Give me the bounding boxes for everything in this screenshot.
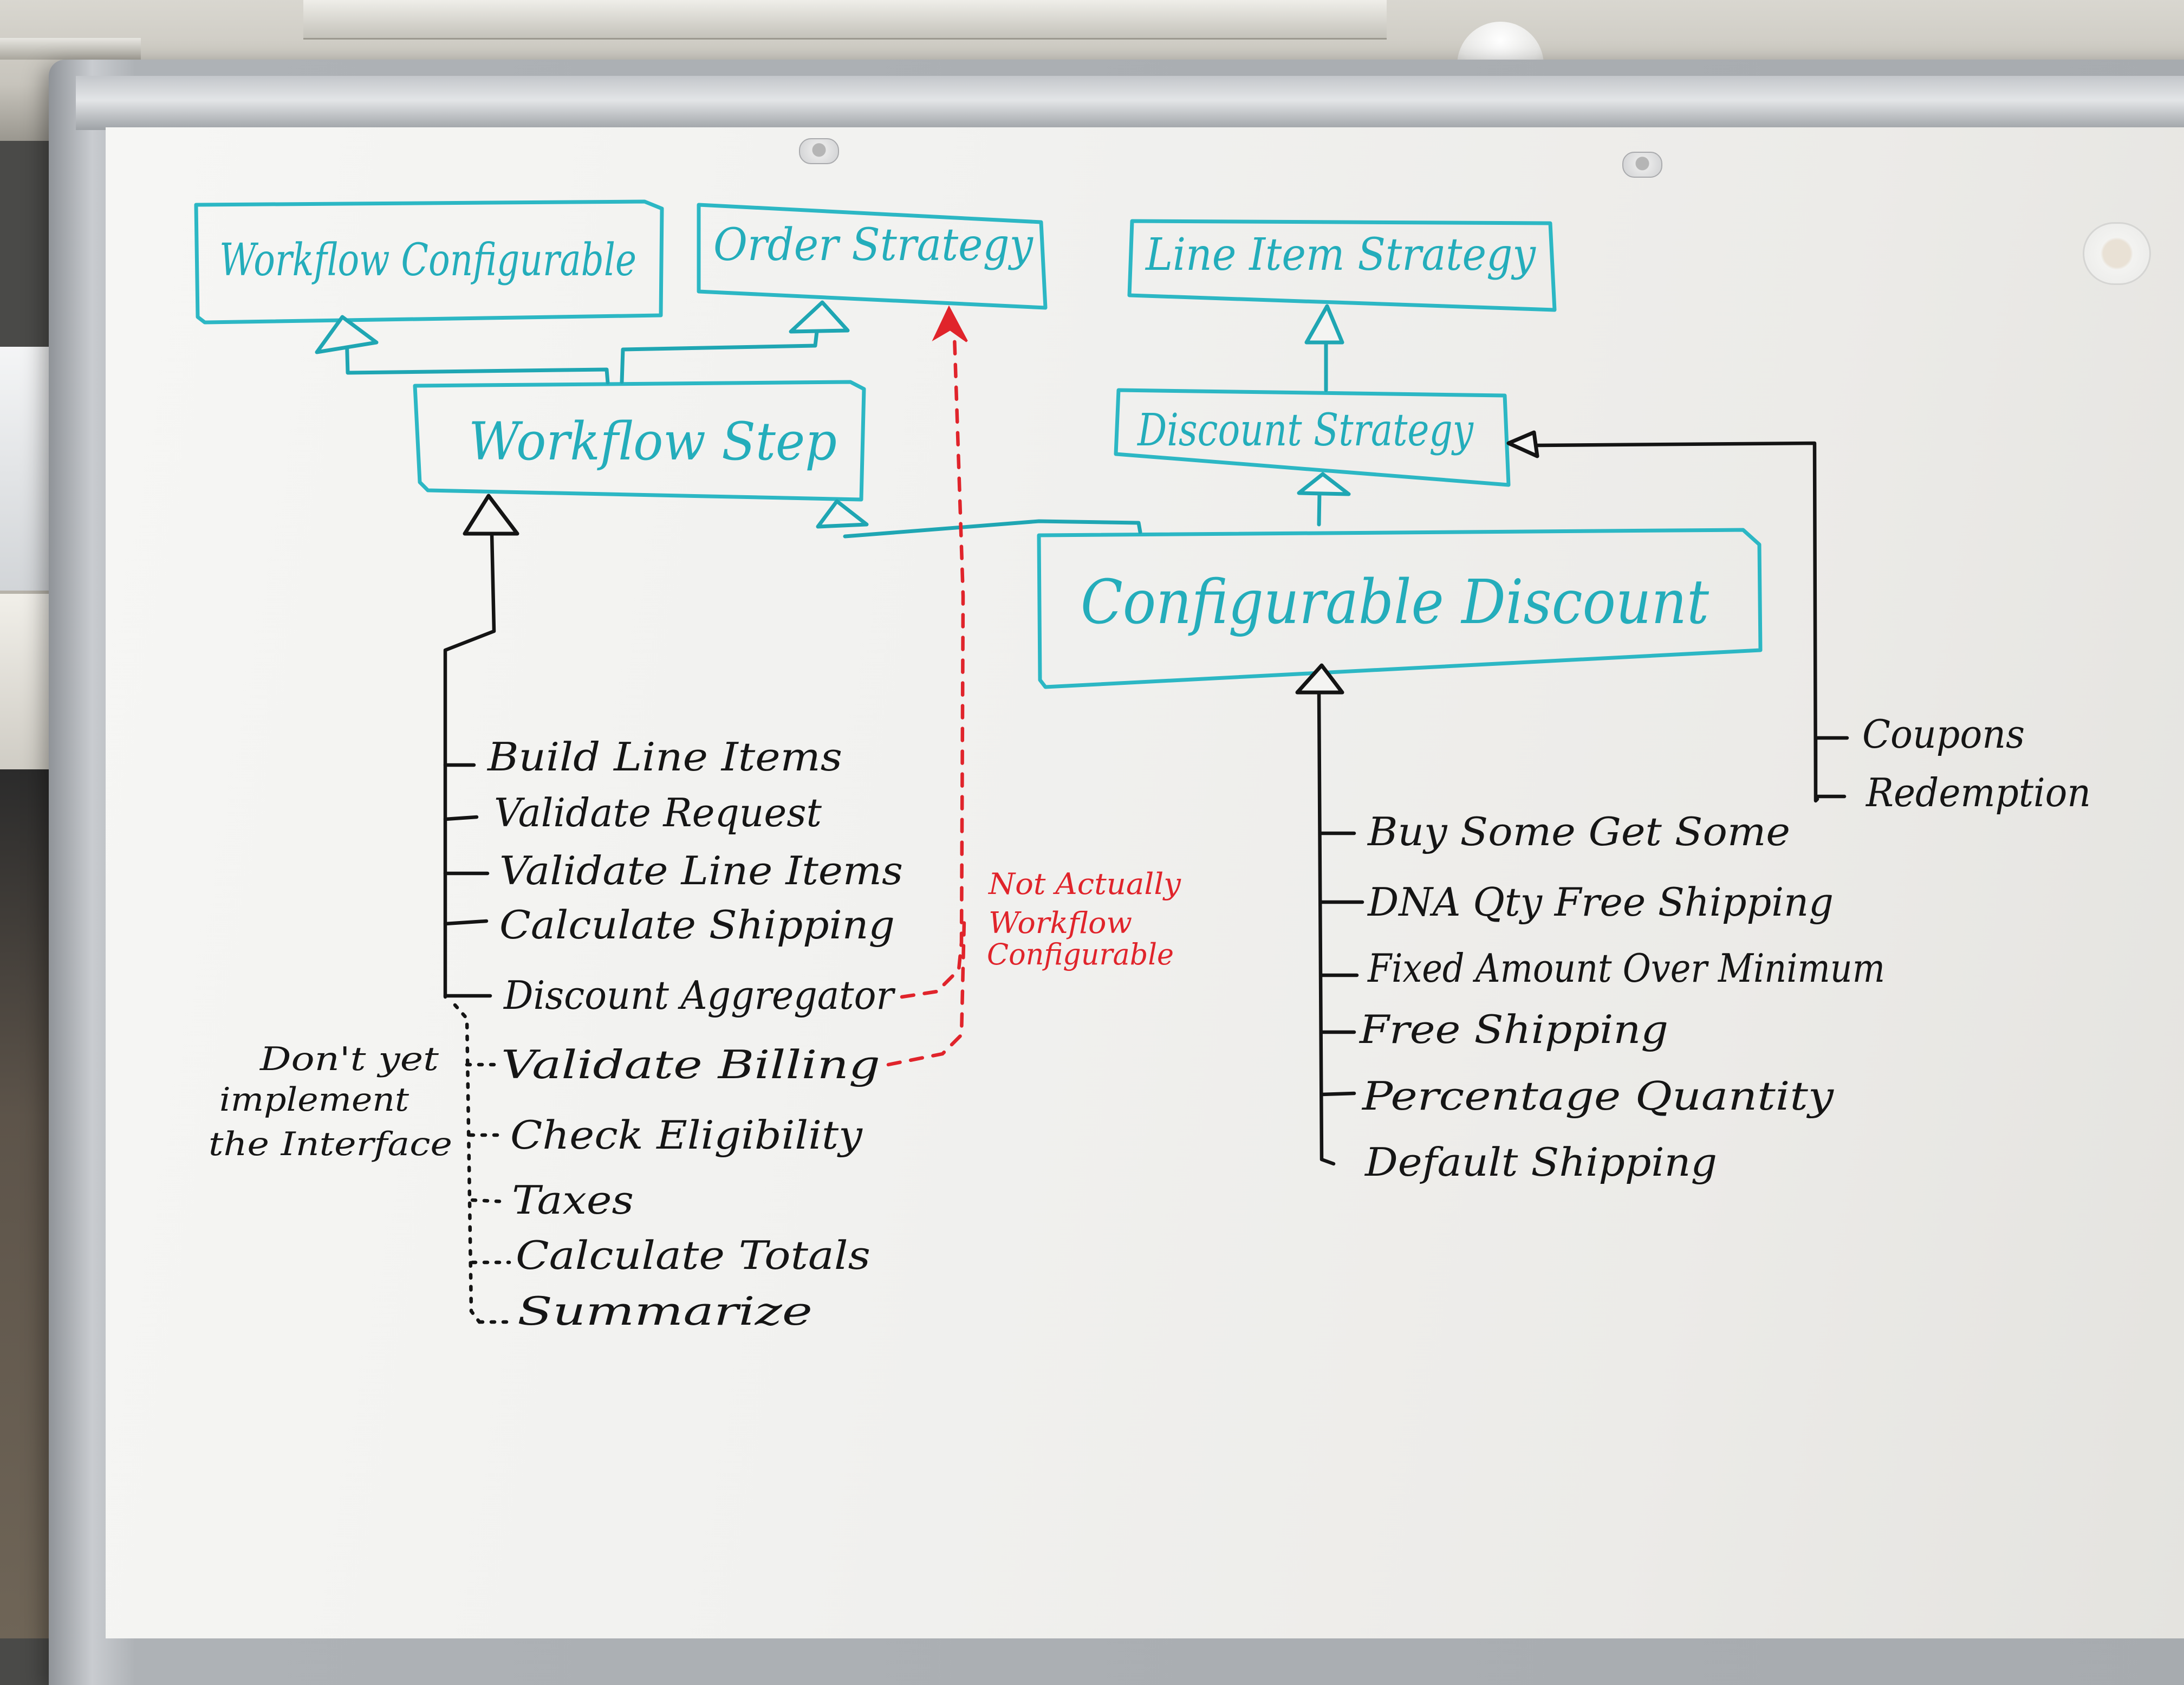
box-label: Line Item Strategy <box>1145 229 1536 281</box>
workflow-step-not-implemented-list: Check Eligibility Taxes Calculate Totals… <box>468 1112 870 1334</box>
red-annotation: Not Actually Workflow Configurable <box>987 867 1182 971</box>
box-workflow-configurable: Workflow Configurable <box>194 199 664 325</box>
box-discount-strategy: Discount Strategy <box>1114 388 1511 487</box>
inheritance-arrowhead <box>816 499 869 529</box>
ceiling-pipe <box>0 38 141 60</box>
workflow-step-item: Check Eligibility <box>510 1112 863 1158</box>
discount-strategy-impl: Redemption <box>1865 770 2091 815</box>
discount-type-item: Default Shipping <box>1364 1139 1717 1185</box>
workflow-step-item: Summarize <box>517 1288 812 1334</box>
connector-workflow-step-to-workflow-configurable <box>344 333 610 385</box>
box-label: Workflow Step <box>469 411 837 472</box>
workflow-step-item: Calculate Totals <box>516 1233 870 1278</box>
note-line: implement <box>219 1081 410 1119</box>
discount-type-item: Buy Some Get Some <box>1367 809 1790 854</box>
inheritance-arrowhead <box>463 494 519 536</box>
workflow-step-implemented-list: Build Line Items Validate Request Valida… <box>443 734 903 1087</box>
box-line-item-strategy: Line Item Strategy <box>1127 219 1557 312</box>
discount-type-item: Fixed Amount Over Minimum <box>1367 945 1885 991</box>
workflow-step-item: Validate Billing <box>501 1042 880 1087</box>
whiteboard-bolt <box>1622 152 1662 178</box>
workflow-step-dotted-spine <box>453 1003 482 1324</box>
note-line: Don't yet <box>259 1040 439 1078</box>
branch-tick <box>443 815 479 821</box>
workflow-step-item: Discount Aggregator <box>503 973 895 1018</box>
box-configurable-discount: Configurable Discount <box>1037 528 1763 689</box>
red-note-line: Configurable <box>987 937 1174 971</box>
whiteboard-surface <box>106 127 2184 1638</box>
configurable-discount-spine <box>1317 690 1336 1166</box>
connector-configurable-discount-to-workflow-step <box>843 519 1142 539</box>
workflow-step-item: Validate Line Items <box>499 848 903 893</box>
whiteboard-bolt <box>799 138 839 164</box>
workflow-step-item: Calculate Shipping <box>499 902 895 948</box>
workflow-step-item: Build Line Items <box>486 734 842 780</box>
discount-strategy-impl: Coupons <box>1862 711 2025 757</box>
red-dashed-link-discount-aggregator <box>900 334 965 999</box>
inheritance-arrowhead <box>789 300 850 334</box>
box-label: Workflow Configurable <box>219 235 636 286</box>
workflow-step-item: Validate Request <box>494 790 822 835</box>
connector-workflow-step-to-order-strategy <box>620 329 819 384</box>
branch-tick-dotted <box>470 1198 509 1204</box>
box-order-strategy: Order Strategy <box>697 203 1048 310</box>
box-workflow-step: Workflow Step <box>413 380 866 502</box>
not-implemented-note: Don't yet implement the Interface <box>209 1040 452 1163</box>
ceiling-duct <box>303 0 1387 40</box>
branch-tick <box>443 919 489 926</box>
box-label: Order Strategy <box>713 219 1034 271</box>
inheritance-arrowhead <box>315 315 379 354</box>
red-note-line: Workflow <box>989 906 1132 940</box>
discount-type-item: DNA Qty Free Shipping <box>1367 879 1834 925</box>
box-label: Discount Strategy <box>1136 405 1474 456</box>
inheritance-arrowhead <box>1297 472 1351 496</box>
whiteboard-top-rail <box>76 76 2184 130</box>
inheritance-arrowhead <box>1506 430 1539 458</box>
inheritance-arrowhead <box>1304 304 1344 345</box>
discount-type-item: Free Shipping <box>1358 1007 1668 1052</box>
whiteboard-stain <box>2083 222 2151 285</box>
workflow-step-spine <box>443 532 496 999</box>
box-label: Configurable Discount <box>1081 567 1709 638</box>
note-line: the Interface <box>209 1125 452 1163</box>
workflow-step-item: Taxes <box>512 1177 634 1223</box>
discount-type-item: Percentage Quantity <box>1361 1073 1835 1119</box>
discount-strategy-connector <box>1535 441 1849 803</box>
inheritance-arrowhead <box>1295 663 1344 695</box>
branch-tick <box>1320 1091 1356 1097</box>
red-note-line: Not Actually <box>987 867 1182 901</box>
connector-configurable-to-discount-strategy <box>1317 490 1322 527</box>
red-arrowhead <box>932 305 968 342</box>
class-diagram: Workflow Configurable Order Strategy Lin… <box>194 199 2091 1334</box>
red-dashed-link-validate-billing <box>886 919 966 1067</box>
discount-type-list: Buy Some Get Some DNA Qty Free Shipping … <box>1320 809 1885 1185</box>
